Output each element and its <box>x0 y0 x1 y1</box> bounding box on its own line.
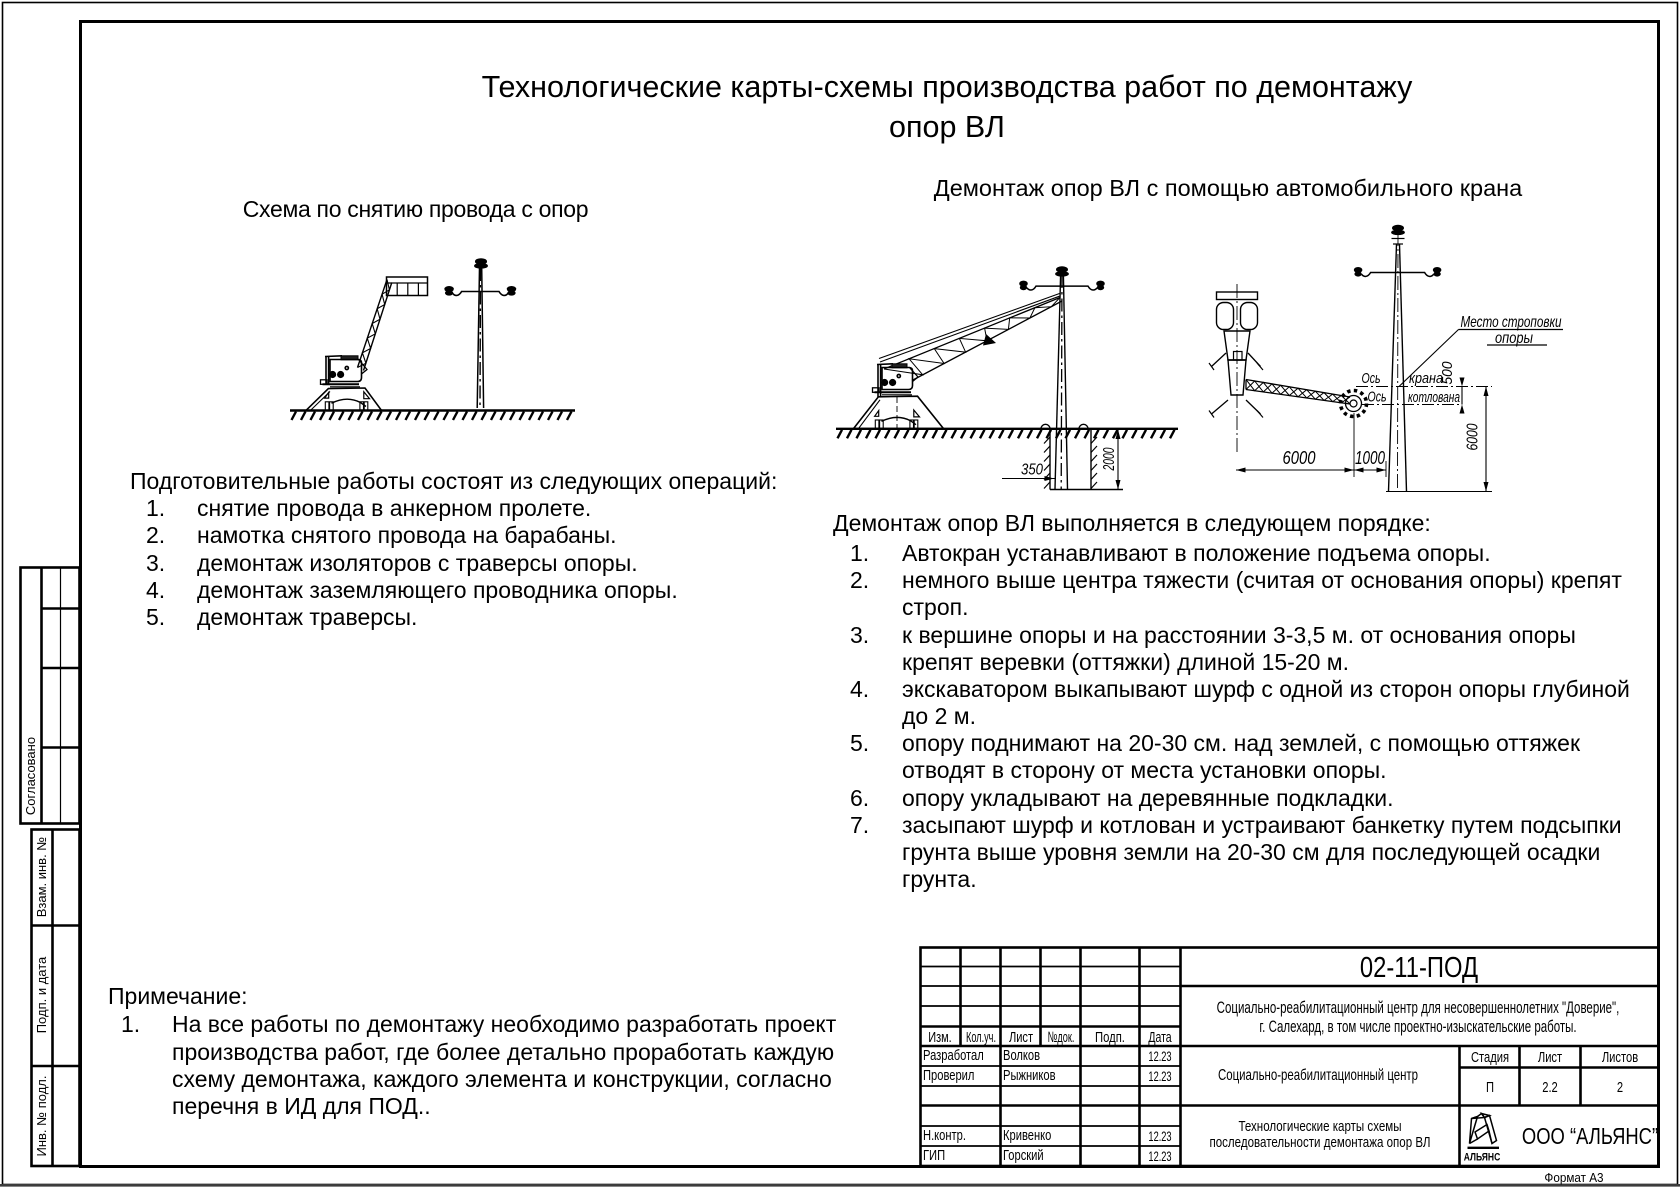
svg-text:6000: 6000 <box>1465 423 1482 450</box>
svg-text:Ось: Ось <box>1368 389 1387 406</box>
svg-text:опоры: опоры <box>1495 330 1533 347</box>
svg-text:500: 500 <box>1439 361 1456 385</box>
svg-text:крана: крана <box>1409 370 1443 387</box>
svg-text:котлована: котлована <box>1408 389 1460 406</box>
svg-text:2000: 2000 <box>1101 447 1118 471</box>
svg-text:Место строповки: Место строповки <box>1461 314 1562 331</box>
svg-text:350: 350 <box>1021 462 1043 479</box>
svg-text:1000: 1000 <box>1355 448 1385 468</box>
svg-text:Ось: Ось <box>1362 370 1381 387</box>
svg-text:6000: 6000 <box>1283 448 1316 468</box>
svg-text:АЛЬЯНС: АЛЬЯНС <box>1464 1152 1501 1164</box>
